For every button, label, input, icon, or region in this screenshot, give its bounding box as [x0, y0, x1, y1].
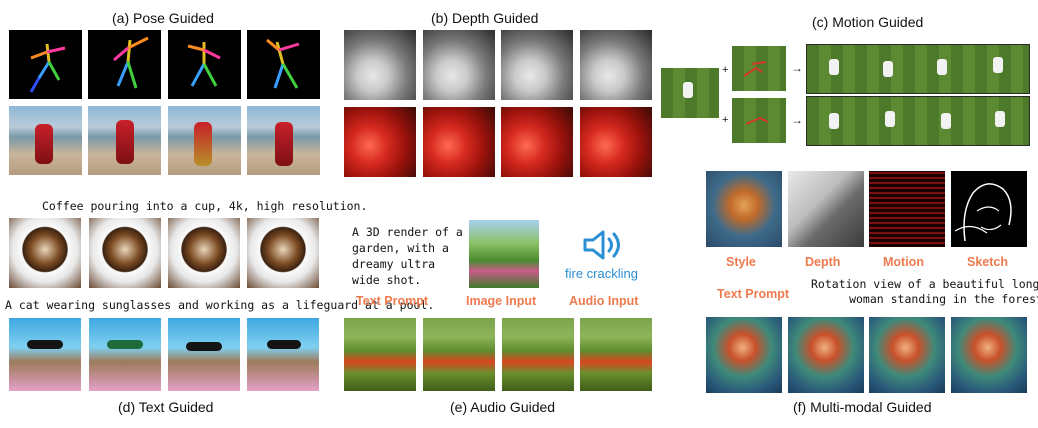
- player-figure: [885, 111, 895, 127]
- text-prompt-cat: A cat wearing sunglasses and working as …: [5, 298, 435, 312]
- pose-skeleton-frame: [247, 30, 320, 99]
- robot-figure: [275, 122, 293, 166]
- caption-multimodal: (f) Multi-modal Guided: [793, 399, 932, 415]
- arrow-right: →: [791, 113, 803, 127]
- garden-output-frame: [502, 318, 574, 391]
- depth-map-frame: [344, 30, 416, 100]
- label-sketch: Sketch: [967, 255, 1008, 269]
- plus-sign: +: [722, 64, 729, 76]
- label-image-input: Image Input: [466, 294, 537, 308]
- caption-motion: (c) Motion Guided: [812, 14, 924, 30]
- coffee-frame: [89, 218, 161, 288]
- cat-frame: [168, 318, 240, 391]
- player-figure: [883, 61, 893, 77]
- plus-sign: +: [722, 114, 729, 126]
- robot-figure: [35, 124, 53, 164]
- tomato-frame: [501, 107, 573, 177]
- caption-text: (d) Text Guided: [118, 399, 214, 415]
- garden-output-frame: [423, 318, 495, 391]
- sunglasses-graphic: [186, 342, 222, 351]
- cat-frame: [247, 318, 319, 391]
- label-motion: Motion: [883, 255, 924, 269]
- skeleton-graphic: [29, 43, 66, 93]
- motion-reference-image: [869, 171, 945, 247]
- tomato-frame: [423, 107, 495, 177]
- skeleton-graphic: [113, 36, 149, 89]
- soccer-input-frame: [661, 68, 719, 118]
- soccer-output-strip: [806, 96, 1030, 146]
- speaker-icon: [583, 230, 620, 260]
- skeleton-graphic: [266, 38, 300, 89]
- audio-sound-label: fire crackling: [565, 266, 638, 281]
- text-prompt-coffee: Coffee pouring into a cup, 4k, high reso…: [42, 199, 368, 213]
- pose-skeleton-frame: [9, 30, 82, 99]
- sunglasses-graphic: [267, 340, 301, 349]
- sketch-lines-graphic: [954, 183, 1012, 242]
- soccer-output-strip: [806, 44, 1030, 94]
- robot-figure: [116, 120, 134, 164]
- player-figure: [993, 57, 1003, 73]
- tomato-frame: [344, 107, 416, 177]
- player-figure: [941, 113, 951, 129]
- arrow-right: →: [791, 61, 803, 75]
- depth-map-frame: [580, 30, 652, 100]
- prompt-line: wide shot.: [352, 273, 422, 287]
- label-style: Style: [726, 255, 756, 269]
- prompt-line: A 3D render of a: [352, 225, 463, 239]
- coffee-frame: [247, 218, 319, 288]
- coffee-frame: [168, 218, 240, 288]
- garden-input-image: [469, 220, 539, 288]
- motion-arrows-graphic: [743, 61, 767, 77]
- label-depth: Depth: [805, 255, 841, 269]
- caption-depth: (b) Depth Guided: [431, 10, 539, 26]
- prompt-line: Rotation view of a beautiful long haired: [811, 277, 1038, 291]
- audio-text-prompt: A 3D render of a garden, with a dreamy u…: [352, 224, 463, 288]
- player-figure: [683, 82, 693, 98]
- label-text-prompt: Text Prompt: [356, 294, 428, 308]
- pose-skeleton-frame: [88, 30, 161, 99]
- cat-frame: [89, 318, 161, 391]
- depth-reference-image: [788, 171, 864, 247]
- prompt-line: garden, with a: [352, 241, 449, 255]
- motion-arrows-graphic: [745, 116, 769, 125]
- pose-skeleton-frame: [168, 30, 241, 99]
- garden-output-frame: [344, 318, 416, 391]
- coffee-frame: [9, 218, 81, 288]
- sketch-reference-image: [951, 171, 1027, 247]
- motion-trajectory-frame: [732, 46, 786, 91]
- depth-map-frame: [501, 30, 573, 100]
- player-figure: [829, 59, 839, 75]
- multimodal-output-frame: [706, 317, 782, 393]
- caption-audio: (e) Audio Guided: [450, 399, 556, 415]
- label-audio-input: Audio Input: [569, 294, 639, 308]
- motion-trajectory-frame: [732, 98, 786, 143]
- ironman-beach-frame: [88, 106, 161, 175]
- garden-output-frame: [580, 318, 652, 391]
- player-figure: [937, 59, 947, 75]
- robot-figure: [194, 122, 212, 166]
- ironman-beach-frame: [9, 106, 82, 175]
- tomato-frame: [580, 107, 652, 177]
- multimodal-output-frame: [951, 317, 1027, 393]
- ironman-beach-frame: [168, 106, 241, 175]
- cat-frame: [9, 318, 81, 391]
- sunglasses-graphic: [107, 340, 143, 349]
- multimodal-output-frame: [788, 317, 864, 393]
- caption-pose: (a) Pose Guided: [112, 10, 214, 26]
- player-figure: [829, 113, 839, 129]
- ironman-beach-frame: [247, 106, 320, 175]
- player-figure: [995, 111, 1005, 127]
- sunglasses-graphic: [27, 340, 63, 349]
- style-reference-image: [706, 171, 782, 247]
- label-text-prompt-multimodal: Text Prompt: [717, 287, 789, 301]
- prompt-line: woman standing in the forest.: [849, 292, 1038, 306]
- prompt-line: dreamy ultra: [352, 257, 436, 271]
- depth-map-frame: [423, 30, 495, 100]
- skeleton-graphic: [187, 42, 221, 87]
- multimodal-output-frame: [869, 317, 945, 393]
- multimodal-text-prompt: Rotation view of a beautiful long haired…: [811, 277, 1038, 307]
